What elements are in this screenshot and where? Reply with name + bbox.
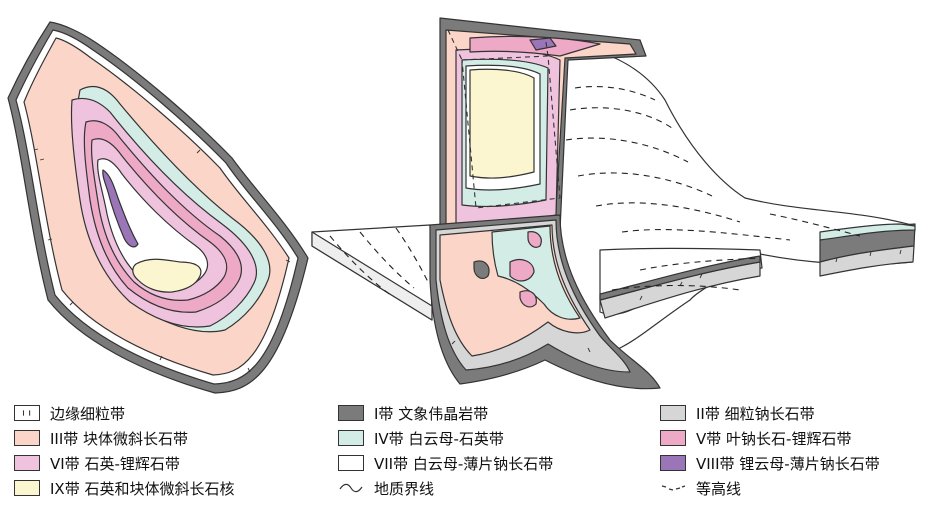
legend-label: VII带 白云母-薄片钠长石带 — [374, 453, 553, 474]
legend-swatch — [14, 455, 40, 471]
legend-item: VI带 石英-锂辉石带 — [14, 452, 180, 474]
legend: 边缘细粒带 I带 文象伟晶岩带 II带 细粒钠长石带 III带 块体微斜长石带 IV带 … — [0, 396, 930, 516]
block-diagram-pegmatite — [312, 18, 915, 389]
legend-swatch — [14, 430, 40, 446]
legend-swatch — [660, 430, 686, 446]
legend-label: IX带 石英和块体微斜长石核 — [50, 478, 234, 499]
legend-label: VIII带 锂云母-薄片钠长石带 — [696, 453, 880, 474]
legend-item: V带 叶钠长石-锂辉石带 — [660, 427, 851, 449]
legend-item: II带 细粒钠长石带 — [660, 402, 815, 424]
legend-label: IV带 白云母-石英带 — [374, 428, 504, 449]
legend-item: 地质界线 — [338, 477, 434, 499]
legend-label: III带 块体微斜长石带 — [50, 428, 188, 449]
legend-label: 边缘细粒带 — [50, 403, 125, 424]
plan-view-pegmatite — [8, 22, 308, 393]
legend-item: IX带 石英和块体微斜长石核 — [14, 477, 234, 499]
legend-item: VII带 白云母-薄片钠长石带 — [338, 452, 553, 474]
legend-swatch — [660, 405, 686, 421]
legend-swatch — [14, 405, 40, 421]
legend-label: II带 细粒钠长石带 — [696, 403, 815, 424]
legend-swatch — [338, 480, 364, 496]
legend-swatch — [660, 480, 686, 496]
legend-label: V带 叶钠长石-锂辉石带 — [696, 428, 851, 449]
vertical-slab-ix — [470, 69, 534, 178]
legend-item: IV带 白云母-石英带 — [338, 427, 504, 449]
legend-label: 等高线 — [696, 478, 741, 499]
legend-swatch — [338, 455, 364, 471]
legend-swatch — [338, 430, 364, 446]
legend-item: VIII带 锂云母-薄片钠长石带 — [660, 452, 880, 474]
legend-label: VI带 石英-锂辉石带 — [50, 453, 180, 474]
legend-item: III带 块体微斜长石带 — [14, 427, 188, 449]
legend-item: I带 文象伟晶岩带 — [338, 402, 488, 424]
legend-swatch — [338, 405, 364, 421]
pegmatite-zoning-diagram — [0, 0, 930, 396]
legend-swatch — [660, 455, 686, 471]
legend-label: 地质界线 — [374, 478, 434, 499]
legend-label: I带 文象伟晶岩带 — [374, 403, 488, 424]
trunk-lens-3 — [474, 261, 489, 278]
legend-swatch — [14, 480, 40, 496]
legend-item: 等高线 — [660, 477, 741, 499]
trunk-lens-1 — [510, 260, 534, 281]
legend-item: 边缘细粒带 — [14, 402, 125, 424]
